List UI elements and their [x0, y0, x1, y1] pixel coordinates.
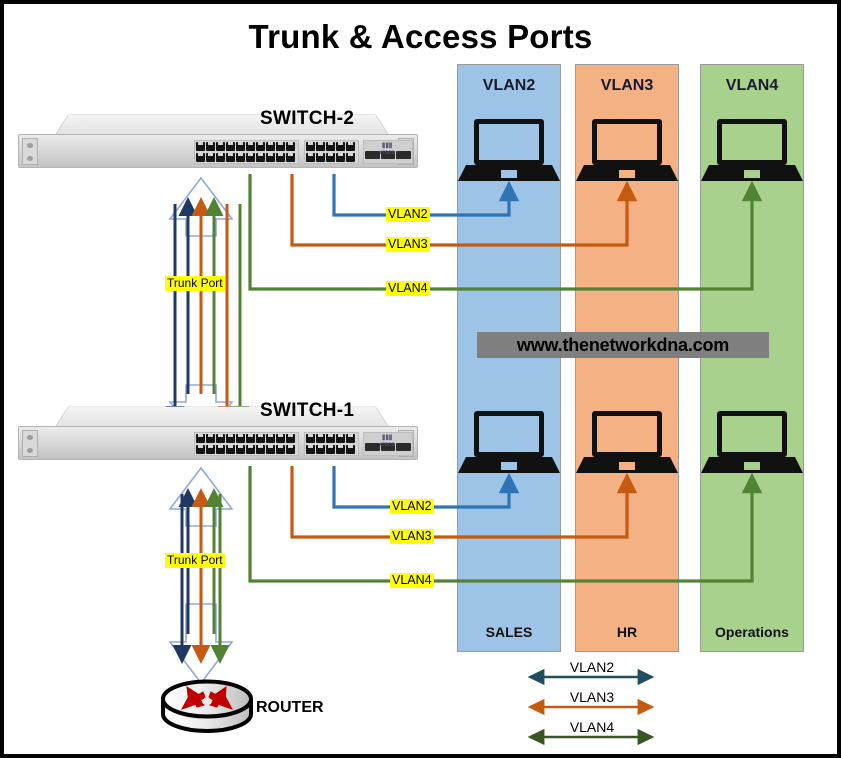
- switch2-rack-ear-left: [22, 138, 38, 165]
- trunk-port-tag-top: Trunk Port: [165, 276, 225, 291]
- vlan-column-header-vlan4: VLAN4: [725, 77, 779, 94]
- router-label: ROUTER: [256, 699, 324, 716]
- router-icon: [161, 679, 253, 733]
- switch1-port-group-1: [194, 432, 299, 456]
- vlan-column-footer-hr: HR: [616, 624, 638, 640]
- switch-device-switch2: ⦀⦀⦀cisco: [18, 108, 418, 168]
- vlan-column-vlan4: [700, 64, 804, 652]
- watermark: www.thenetworkdna.com: [477, 332, 769, 358]
- vlan-column-header-vlan3: VLAN3: [600, 77, 654, 94]
- vlan-column-header-vlan2: VLAN2: [482, 77, 536, 94]
- access-link-tag-bottom-vlan4: VLAN4: [390, 573, 434, 588]
- access-link-tag-top-vlan4: VLAN4: [386, 281, 430, 296]
- switch2-front-panel: ⦀⦀⦀cisco: [18, 134, 418, 168]
- access-link-tag-top-vlan3: VLAN3: [386, 237, 430, 252]
- switch1-uplink-group: [363, 432, 413, 456]
- switch-device-switch1: ⦀⦀⦀cisco: [18, 400, 418, 460]
- switch1-port-group-2: [304, 432, 359, 456]
- vlan-column-vlan3: [575, 64, 679, 652]
- trunk-funnel-up-switch2: [168, 176, 234, 237]
- access-link-tag-top-vlan2: VLAN2: [386, 207, 430, 222]
- legend-label-vlan3: VLAN3: [569, 689, 615, 705]
- page-title: Trunk & Access Ports: [248, 18, 593, 55]
- trunk-port-tag-bottom: Trunk Port: [165, 553, 225, 568]
- vlan-column-footer-operations: Operations: [715, 624, 789, 640]
- access-link-tag-bottom-vlan2: VLAN2: [390, 499, 434, 514]
- switch2-cisco-logo: ⦀⦀⦀cisco: [379, 143, 395, 156]
- trunk-funnel-up-switch1: [168, 466, 234, 527]
- switch2-uplink-group: [363, 140, 413, 164]
- switch2-port-group-2: [304, 140, 359, 164]
- switch1-front-panel: ⦀⦀⦀cisco: [18, 426, 418, 460]
- vlan-column-vlan2: [457, 64, 561, 652]
- vlan-column-footer-sales: SALES: [485, 624, 533, 640]
- switch2-label: SWITCH-2: [260, 108, 355, 129]
- switch1-cisco-logo: ⦀⦀⦀cisco: [379, 435, 395, 448]
- switch2-port-group-1: [194, 140, 299, 164]
- trunk-funnel-down-router: [168, 603, 234, 685]
- switch1-rack-ear-left: [22, 430, 38, 457]
- access-link-tag-bottom-vlan3: VLAN3: [390, 529, 434, 544]
- switch1-label: SWITCH-1: [260, 400, 355, 421]
- legend-label-vlan2: VLAN2: [569, 659, 615, 675]
- legend-label-vlan4: VLAN4: [569, 719, 615, 735]
